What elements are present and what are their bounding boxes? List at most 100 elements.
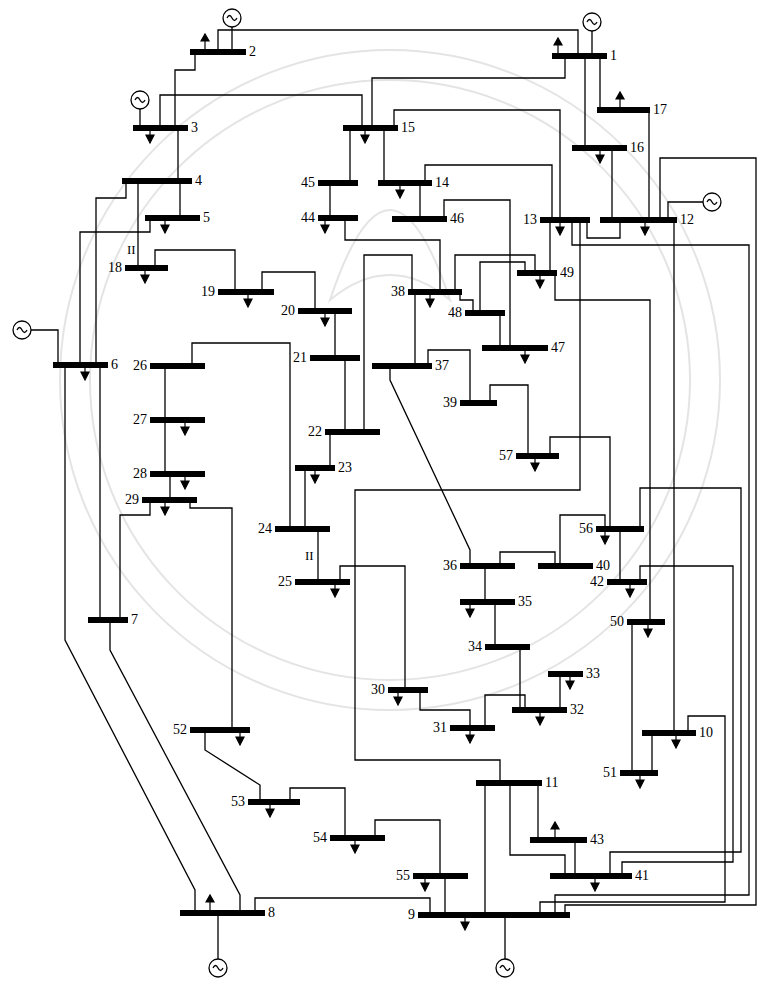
bus-bar xyxy=(512,707,567,713)
load-arrow xyxy=(536,276,544,288)
bus-number: 12 xyxy=(680,212,694,228)
bus-node: 53 xyxy=(231,794,300,810)
generator-symbol xyxy=(587,20,597,54)
branch-line xyxy=(372,59,565,125)
bus-bar xyxy=(482,345,548,351)
bus-number: 48 xyxy=(448,305,462,321)
branch-line xyxy=(574,843,575,873)
bus-number: 45 xyxy=(301,175,315,191)
bus-number: 42 xyxy=(590,574,604,590)
bus-node: 6 xyxy=(53,357,118,373)
double-circuit-mark: II xyxy=(127,240,136,258)
injection-arrow xyxy=(551,822,559,837)
watermark-ring xyxy=(60,50,720,710)
branch-line xyxy=(444,200,510,345)
bus-number: 41 xyxy=(635,868,649,884)
load-arrow xyxy=(601,532,609,544)
branch-line xyxy=(390,369,470,563)
bus-number: 14 xyxy=(435,175,449,191)
bus-number: 29 xyxy=(125,492,139,508)
branch-line xyxy=(99,368,100,617)
bus-number: 28 xyxy=(133,466,147,482)
load-arrow xyxy=(181,477,189,489)
bus-node: 31 xyxy=(433,720,495,736)
bus-bar xyxy=(642,730,696,736)
bus-node: 38 xyxy=(391,284,462,300)
bus-node: 1 xyxy=(552,48,617,64)
bus-number: 50 xyxy=(610,614,624,630)
bus-node: 9 xyxy=(408,907,570,923)
branch-line xyxy=(255,898,430,912)
branch-line xyxy=(164,423,165,471)
branch-line xyxy=(510,786,565,873)
load-arrow xyxy=(626,585,634,597)
load-arrow xyxy=(466,731,474,743)
branch-line xyxy=(428,350,470,400)
branch-line xyxy=(218,30,578,53)
load-arrow xyxy=(521,351,529,363)
load-arrow xyxy=(644,625,652,637)
branch-line xyxy=(673,223,674,730)
bus-number: 5 xyxy=(203,210,210,226)
load-arrow xyxy=(426,295,434,307)
bus-bar xyxy=(125,265,168,271)
bus-node: 27 xyxy=(133,412,205,428)
branch-line xyxy=(519,650,520,707)
bus-bar xyxy=(418,912,570,918)
bus-bar xyxy=(517,270,557,276)
bus-bar xyxy=(190,727,250,733)
load-arrow xyxy=(81,368,89,380)
branch-line xyxy=(349,131,350,180)
bus-number: 53 xyxy=(231,794,245,810)
load-arrow xyxy=(396,186,404,198)
generator-symbol xyxy=(500,918,510,971)
branch-line xyxy=(179,184,180,215)
double-circuit-mark: II xyxy=(305,548,314,563)
bus-bar xyxy=(275,526,330,532)
bus-number: 39 xyxy=(443,395,457,411)
bus-number: 51 xyxy=(603,765,617,781)
bus-bar xyxy=(596,526,644,532)
branch-line xyxy=(611,151,612,217)
bus-number: 10 xyxy=(699,725,713,741)
bus-node: 55 xyxy=(396,868,468,884)
bus-node: 28 xyxy=(133,466,205,482)
bus-number: 57 xyxy=(499,448,513,464)
bus-node: 23 xyxy=(295,460,352,476)
branch-line xyxy=(419,186,420,216)
bus-bar xyxy=(620,770,658,776)
bus-bar xyxy=(122,178,192,184)
bus-node: 16 xyxy=(572,140,644,156)
bus-number: 23 xyxy=(338,460,352,476)
bus-node: 20 xyxy=(281,303,352,319)
bus-number: 21 xyxy=(293,350,307,366)
bus-node: 4 xyxy=(122,173,202,189)
bus-node: 24 xyxy=(258,521,330,537)
bus-bar xyxy=(530,837,587,843)
branch-line xyxy=(355,223,580,780)
branch-line xyxy=(175,55,195,125)
bus-node: 33 xyxy=(548,666,600,682)
load-arrow xyxy=(351,841,359,853)
bus-node: 10 xyxy=(642,725,713,741)
bus-number: 47 xyxy=(551,340,565,356)
load-arrow xyxy=(331,585,339,597)
bus-bar xyxy=(388,687,428,693)
double-circuit-mark: II xyxy=(127,242,136,257)
load-arrow xyxy=(566,677,574,689)
branch-line xyxy=(599,59,600,107)
bus-node: 7 xyxy=(88,612,138,628)
bus-bar xyxy=(190,49,246,55)
bus-node: 36 xyxy=(443,558,515,574)
bus-bar xyxy=(597,107,650,113)
bus-bar xyxy=(548,671,583,677)
bus-number: 54 xyxy=(313,830,327,846)
branch-line xyxy=(444,879,445,912)
bus-bar xyxy=(343,125,398,131)
load-arrow xyxy=(161,503,169,515)
branch-line xyxy=(375,820,440,873)
load-arrow xyxy=(236,733,244,745)
bus-node: 11 xyxy=(476,775,558,791)
bus-node: 49 xyxy=(517,265,574,281)
